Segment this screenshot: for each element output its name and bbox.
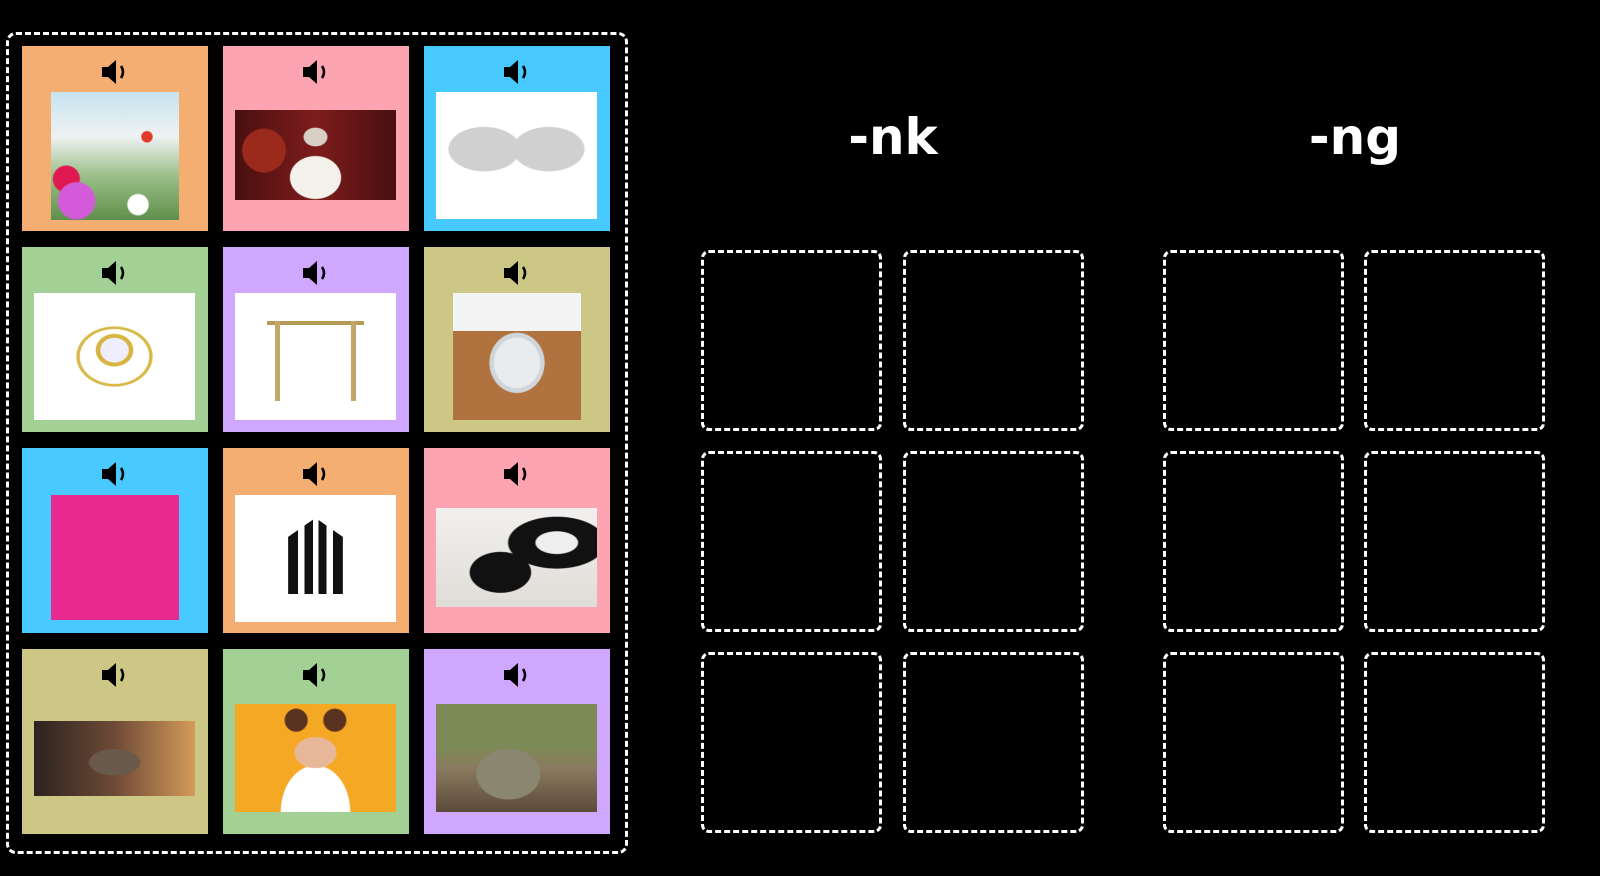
nk-drop-slot[interactable] (701, 652, 882, 833)
speaker-icon[interactable] (100, 259, 130, 287)
pink-image (51, 495, 179, 620)
flower-image (51, 92, 179, 220)
picture-card-singing-porcupine[interactable] (22, 649, 208, 834)
nk-drop-slot[interactable] (903, 250, 1084, 431)
picture-card-swing[interactable] (223, 247, 409, 432)
wings-image (436, 92, 597, 219)
ng-drop-slot[interactable] (1163, 451, 1344, 632)
speaker-icon[interactable] (301, 460, 331, 488)
ng-drop-slot[interactable] (1163, 652, 1344, 833)
picture-card-sink[interactable] (424, 247, 610, 432)
speaker-icon[interactable] (100, 661, 130, 689)
speaker-icon[interactable] (100, 58, 130, 86)
speaker-icon[interactable] (100, 460, 130, 488)
winking-girl-image (235, 704, 396, 812)
card-bank (6, 32, 628, 854)
picture-card-wings[interactable] (424, 46, 610, 231)
picture-card-king[interactable] (223, 46, 409, 231)
speaker-icon[interactable] (502, 460, 532, 488)
picture-card-skunk[interactable] (424, 448, 610, 633)
sink-image (453, 293, 581, 420)
picture-card-bank[interactable] (223, 448, 409, 633)
nk-drop-slot[interactable] (903, 652, 1084, 833)
picture-card-flower[interactable] (22, 46, 208, 231)
tank-image (436, 704, 597, 812)
picture-card-winking-girl[interactable] (223, 649, 409, 834)
picture-card-ring[interactable] (22, 247, 208, 432)
swing-image (235, 293, 396, 420)
speaker-icon[interactable] (301, 661, 331, 689)
picture-card-pink[interactable] (22, 448, 208, 633)
skunk-image (436, 508, 597, 607)
speaker-icon[interactable] (502, 661, 532, 689)
king-image (235, 110, 396, 200)
column-heading-ng: -ng (1308, 108, 1402, 166)
speaker-icon[interactable] (502, 58, 532, 86)
picture-card-tank[interactable] (424, 649, 610, 834)
speaker-icon[interactable] (502, 259, 532, 287)
nk-drop-slot[interactable] (903, 451, 1084, 632)
nk-drop-slot[interactable] (701, 250, 882, 431)
speaker-icon[interactable] (301, 58, 331, 86)
ng-drop-slot[interactable] (1364, 451, 1545, 632)
ng-drop-slot[interactable] (1364, 652, 1545, 833)
singing-porcupine-image (34, 721, 195, 796)
speaker-icon[interactable] (301, 259, 331, 287)
column-heading-nk: -nk (848, 108, 938, 166)
nk-drop-slot[interactable] (701, 451, 882, 632)
ng-drop-slot[interactable] (1364, 250, 1545, 431)
bank-image (235, 495, 396, 622)
ng-drop-slot[interactable] (1163, 250, 1344, 431)
ring-image (34, 293, 195, 420)
